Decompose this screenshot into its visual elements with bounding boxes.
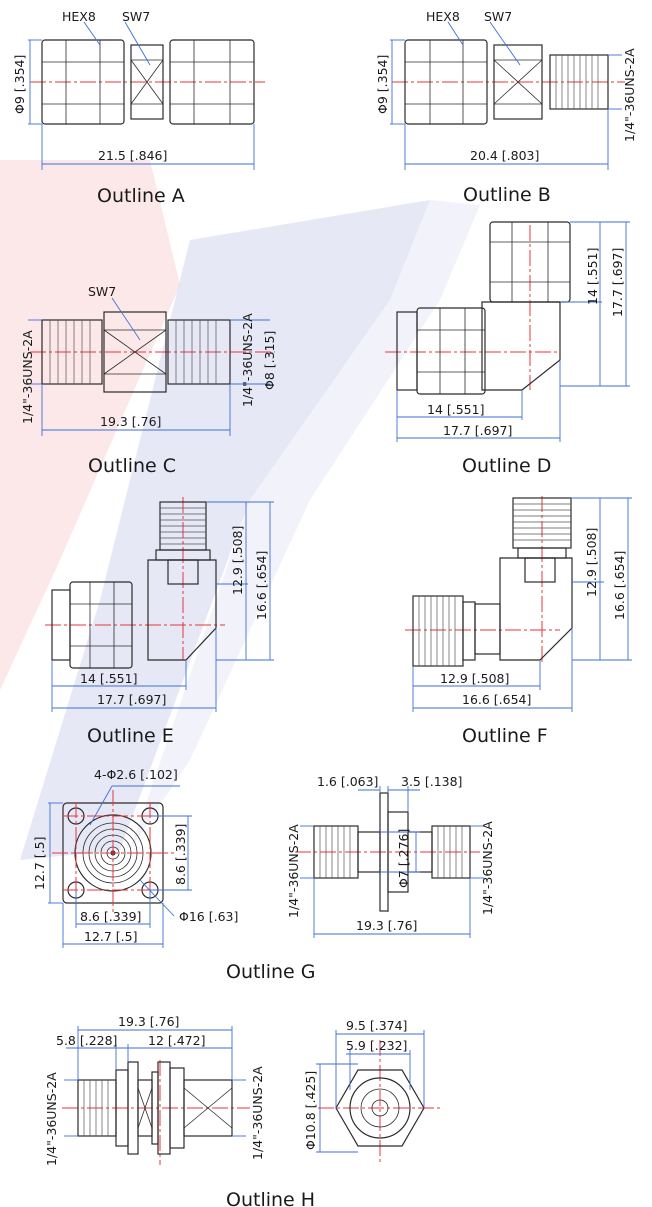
outline-h: 19.3 [.76] 5.8 [.228] 12 [.472] 1/4"-36U… [44,1014,440,1207]
thread-right-label: 1/4"-36UNS-2A [480,821,495,915]
length-label: 19.3 [.76] [100,414,161,429]
length-label: 19.3 [.76] [356,918,417,933]
diameter-label: Φ9 [.354] [375,55,390,114]
h2-label: 17.7 [.697] [97,692,166,707]
length-label: 21.5 [.846] [98,148,167,163]
w1-label: 9.5 [.374] [346,1018,407,1033]
sw-label: SW7 [88,284,116,299]
caption: Outline G [226,961,316,983]
thread-label: 1/4"-36UNS-2A [622,48,637,142]
diameter-label: Φ8 [.315] [262,331,277,390]
diameter-label: Φ9 [.354] [12,55,27,114]
length-label: 20.4 [.803] [470,148,539,163]
l2-label: 12 [.472] [148,1033,205,1048]
pitch-vertical-label: 8.6 [.339] [173,824,188,885]
hex-label: HEX8 [62,9,96,24]
v1-label: 14 [.551] [585,248,600,305]
v1-label: 12.9 [.508] [584,528,599,597]
thread-right-label: 1/4"-36UNS-2A [240,313,255,407]
diameter-label: Φ7 [.276] [396,829,411,888]
thread-left-label: 1/4"-36UNS-2A [286,824,301,918]
square-vertical-label: 12.7 [.5] [32,837,47,891]
h2-label: 17.7 [.697] [443,423,512,438]
sw-label: SW7 [122,9,150,24]
h1-label: 12.9 [.508] [440,671,509,686]
thread-left-label: 1/4"-36UNS-2A [20,330,35,424]
caption: Outline E [87,725,174,747]
h2-label: 16.6 [.654] [462,692,531,707]
l1-label: 5.8 [.228] [56,1033,117,1048]
outline-f: 12.9 [.508] 16.6 [.654] 12.9 [.508] 16.6… [405,496,632,747]
outline-c: SW7 1/4"-36UNS-2A 1/4"-36UNS-2A Φ8 [.315… [20,284,277,477]
holes-label: 4-Φ2.6 [.102] [94,767,178,782]
v2-label: 17.7 [.697] [610,248,625,317]
outline-g: 4-Φ2.6 [.102] 12.7 [.5] 8.6 [.339] 8.6 [… [32,767,495,983]
w2-label: 5.9 [.232] [346,1038,407,1053]
thickness2-label: 3.5 [.138] [401,774,462,789]
caption: Outline A [97,185,185,207]
v2-label: 16.6 [.654] [254,551,269,620]
caption: Outline H [226,1189,315,1207]
sw-label: SW7 [484,9,512,24]
thread-left-label: 1/4"-36UNS-2A [44,1072,59,1166]
diameter-label: Φ10.8 [.425] [303,1071,318,1150]
outline-b: HEX8 SW7 Φ9 [.354] 1/4"-36UNS-2A 20.4 [.… [375,9,637,206]
watermark [0,160,480,860]
thread-right-label: 1/4"-36UNS-2A [250,1066,265,1160]
v1-label: 12.9 [.508] [230,526,245,595]
caption: Outline F [462,725,548,747]
caption: Outline C [88,455,176,477]
caption: Outline B [463,184,551,206]
h1-label: 14 [.551] [80,671,137,686]
thickness1-label: 1.6 [.063] [317,774,378,789]
length-label: 19.3 [.76] [118,1014,179,1029]
square-horizontal-label: 12.7 [.5] [84,929,138,944]
outline-d: 14 [.551] 17.7 [.697] 14 [.551] 17.7 [.6… [385,221,630,477]
v2-label: 16.6 [.654] [612,551,627,620]
hex-label: HEX8 [426,9,460,24]
h1-label: 14 [.551] [427,402,484,417]
outline-e: 12.9 [.508] 16.6 [.654] 14 [.551] 17.7 [… [45,497,274,747]
pitch-horizontal-label: 8.6 [.339] [80,909,141,924]
flange-diameter-label: Φ16 [.63] [179,909,238,924]
caption: Outline D [462,455,551,477]
outline-a: HEX8 SW7 Φ9 [.354] 21.5 [.846] Outline A [12,9,265,207]
